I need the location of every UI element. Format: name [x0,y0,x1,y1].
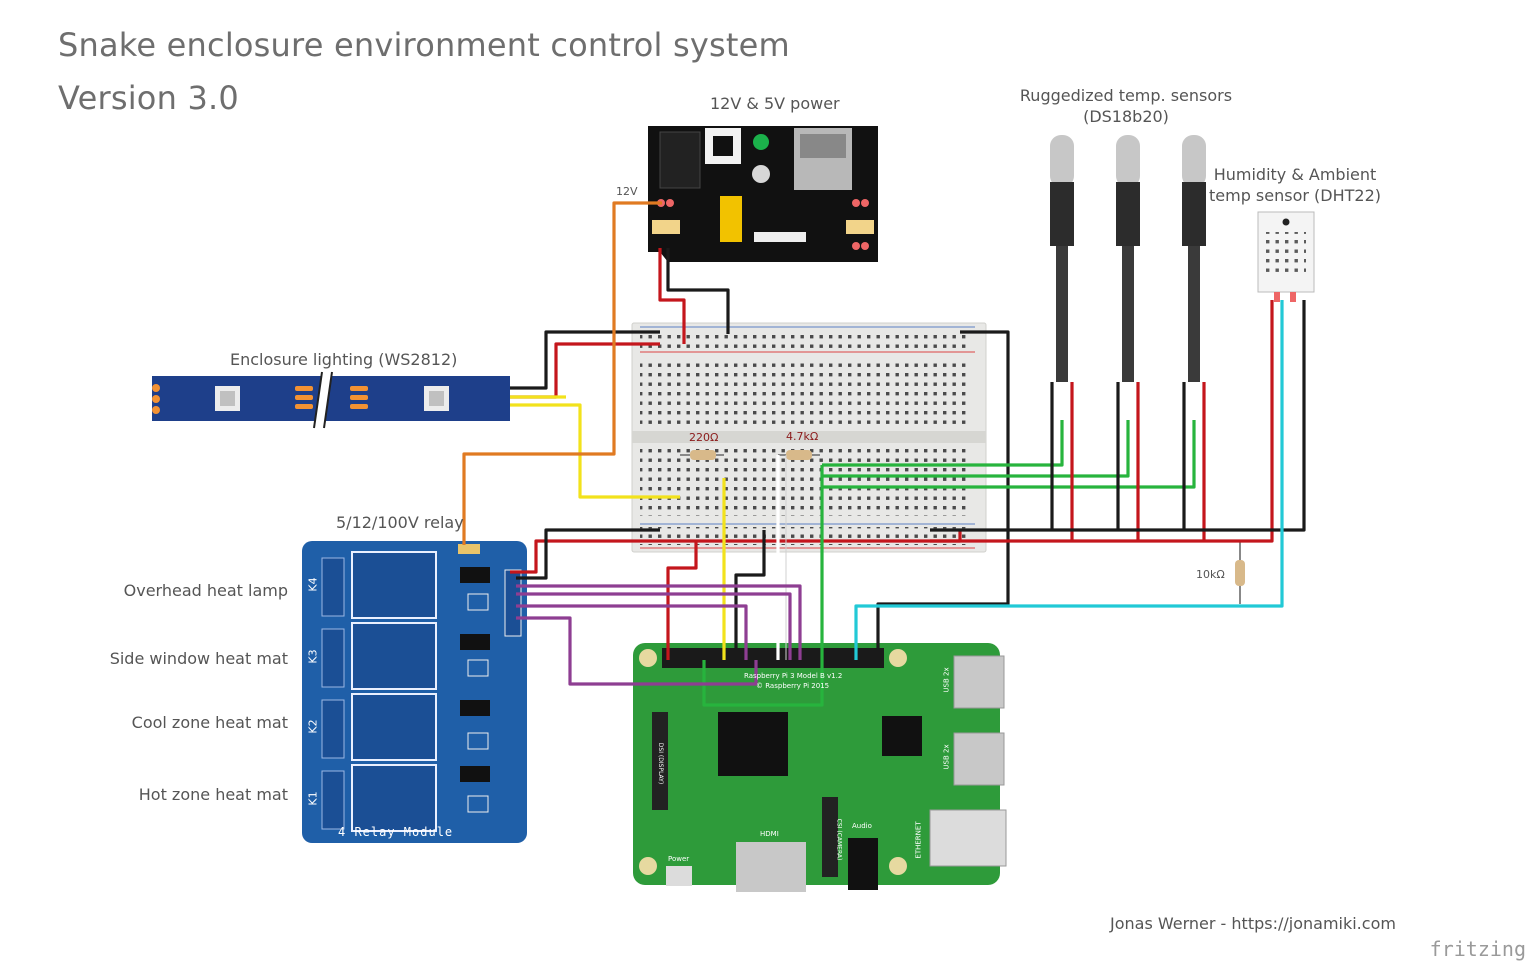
temp-sensors-label: Ruggedized temp. sensors (DS18b20) [1008,86,1244,126]
led-strip [152,371,510,429]
pi-usb2-label: USB 2x [942,744,951,770]
humidity-label-line1: Humidity & Ambient [1213,165,1377,184]
power-wire-label: 12V [616,185,638,198]
relay-id-k2: K2 [306,719,320,734]
temp-probe-2 [1116,135,1140,382]
power-label: 12V & 5V power [710,94,840,113]
relay-channel-k1: Hot zone heat mat [138,785,288,804]
pi-usb1-label: USB 2x [942,667,951,693]
power-module [648,126,878,262]
relay-label: 5/12/100V relay [336,513,464,532]
relay-module [302,541,527,843]
temp-probe-1 [1050,135,1074,382]
resistor-220-label: 220Ω [689,431,719,444]
pi-copyright-label: © Raspberry Pi 2015 [756,682,830,690]
pi-model-label: Raspberry Pi 3 Model B v1.2 [744,672,843,680]
wires [462,201,1306,707]
pi-csi-label: CSI (CAMERA) [835,818,843,861]
lighting-label: Enclosure lighting (WS2812) [230,350,458,369]
temp-sensors-label-line1: Ruggedized temp. sensors [1019,86,1233,105]
pi-ethernet-label: ETHERNET [914,821,923,859]
relay-id-k1: K1 [306,791,320,806]
resistor-4k7-label: 4.7kΩ [786,430,819,443]
resistor-10k [1235,540,1245,604]
pi-dsi-label: DSI (DISPLAY) [657,742,665,785]
humidity-label-line2: temp sensor (DHT22) [1208,186,1382,205]
resistor-4k7 [778,450,820,460]
fritzing-logo: fritzing [1429,937,1526,961]
pi-hdmi-label: HDMI [760,830,779,838]
temp-probe-3 [1182,135,1206,382]
resistor-10k-label: 10kΩ [1196,568,1225,581]
diagram-title: Snake enclosure environment control syst… [58,26,790,64]
diagram-version: Version 3.0 [58,79,239,117]
dht22-sensor [1257,211,1315,302]
humidity-label: Humidity & Ambient temp sensor (DHT22) [1206,165,1384,205]
relay-id-k3: K3 [306,649,320,664]
breadboard [631,322,987,553]
temp-sensors-label-line2: (DS18b20) [1083,107,1169,126]
resistor-220 [680,450,724,460]
relay-id-k4: K4 [306,577,320,592]
relay-module-label: 4 Relay Module [338,825,454,839]
relay-channel-k3: Side window heat mat [109,649,288,668]
credit-label: Jonas Werner - https://jonamiki.com [1110,914,1396,933]
relay-channel-k4: Overhead heat lamp [123,581,288,600]
pi-audio-label: Audio [852,822,872,830]
pi-power-label: Power [668,855,690,863]
relay-channel-k2: Cool zone heat mat [131,713,288,732]
